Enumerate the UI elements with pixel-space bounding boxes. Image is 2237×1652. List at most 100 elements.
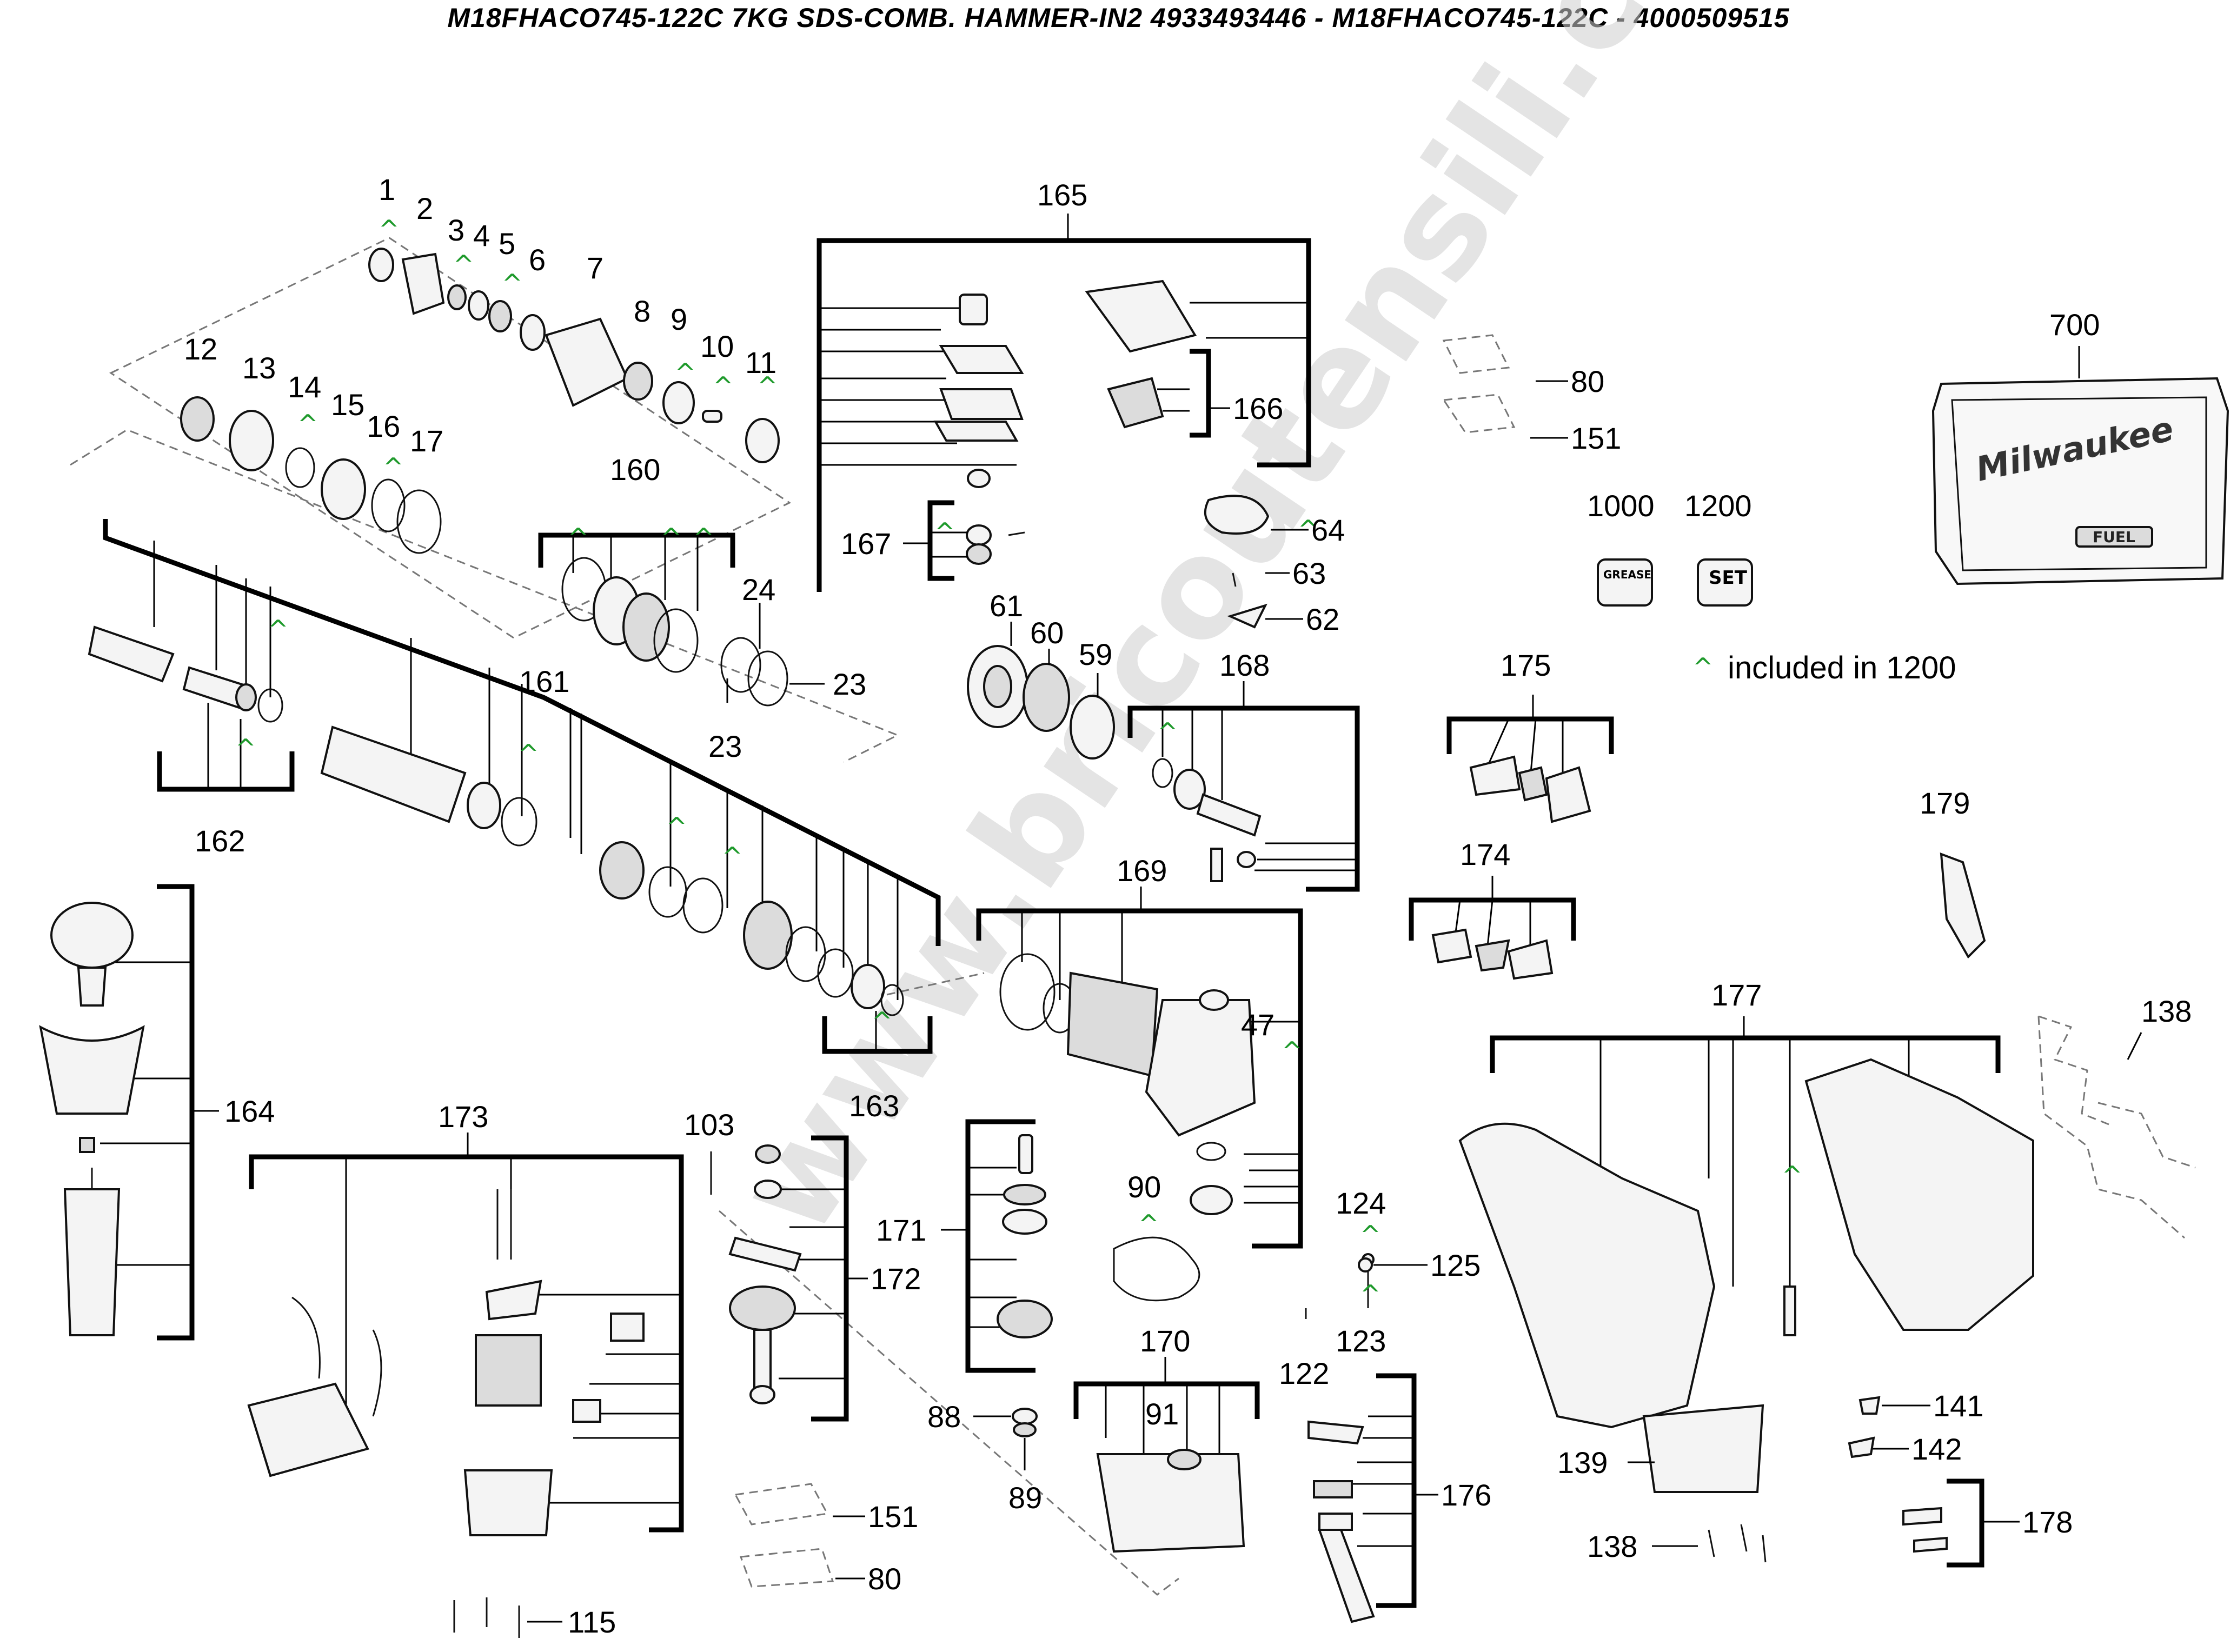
included-marker: ^ [757,371,778,401]
parts-88-91 [973,1408,1038,1470]
part-label: 14 [288,370,321,404]
part-label: 139 [1557,1446,1608,1480]
included-marker: ^ [235,734,256,763]
part-label: 16 [367,409,400,443]
bracket-174-175 [1409,695,1614,980]
watermark: www.bricoutensili.com [707,0,1807,1261]
assembly-guide-lines [70,237,2109,1596]
part-label: 7 [587,251,603,285]
included-marker: ^ [518,739,539,768]
part-label: 163 [849,1089,899,1123]
part-label: 24 [742,572,775,607]
bracket-168 [1127,681,1360,892]
part-label: 700 [2049,308,2100,342]
part-label: 6 [529,243,546,277]
included-marker: ^ [1138,1209,1159,1238]
part-label: 80 [1571,364,1604,398]
part-label: 125 [1430,1248,1481,1282]
included-markers: ^ ^ ^ ^ ^ ^ ^ ^ ^ ^ ^ ^ ^ ^ ^ ^ ^ ^ ^ ^ … [235,215,1803,1309]
included-marker: ^ [502,269,523,298]
grease-box-label: GREASE [1603,568,1651,581]
part-label: 138 [1587,1529,1637,1563]
part-label: 8 [634,294,650,328]
included-marker: ^ [297,409,318,438]
bracket-170 [1073,1236,1260,1553]
part-label: 1000 [1587,489,1655,523]
part-label: 47 [1241,1008,1275,1042]
part-label: 141 [1933,1389,1983,1423]
part-label: 115 [568,1605,616,1639]
part-label: 2 [416,191,433,225]
part-label: 173 [438,1100,488,1134]
set-box-label: SET [1709,567,1748,589]
part-label: 142 [1911,1432,1962,1466]
included-marker: ^ [379,215,400,244]
bracket-161 [88,519,941,1016]
included-marker: ^ [1282,1036,1303,1065]
page-title: M18FHACO745-122C 7KG SDS-COMB. HAMMER-IN… [447,3,1790,33]
bracket-164 [39,884,219,1341]
part-label: 172 [871,1262,921,1296]
part-label: 89 [1008,1481,1042,1515]
bracket-176 [1307,1373,1438,1623]
part-label: 23 [833,667,866,701]
part-label: 1 [379,172,395,206]
included-marker: ^ [1782,1161,1803,1190]
included-marker: ^ [722,842,743,871]
included-marker: ^ [453,250,474,279]
legend-text: included in 1200 [1728,650,1956,685]
part-label: 17 [410,424,443,458]
part-label: 5 [499,227,515,261]
included-marker: ^ [666,812,687,841]
included-marker: ^ [713,371,734,401]
part-label: 88 [927,1400,961,1434]
part-label: 124 [1336,1186,1386,1220]
part-label: 9 [671,302,687,336]
part-label: 13 [242,351,276,385]
part-label: 138 [2141,994,2192,1028]
chuck-parts-row [368,248,780,463]
part-label: 177 [1711,978,1762,1012]
included-marker: ^ [693,523,714,552]
bracket-178-and-screws [1628,1016,2196,1568]
part-label: 179 [1920,786,1970,820]
part-label: 122 [1279,1356,1329,1390]
part-label: 168 [1219,648,1270,682]
ram-parts-row [180,396,442,554]
parts-122-125 [1305,1253,1428,1319]
included-marker: ^ [1360,1280,1381,1309]
included-marker: ^ [675,358,696,387]
included-marker: ^ [872,1007,893,1036]
part-label: 91 [1145,1397,1179,1431]
part-label: 161 [519,664,569,698]
bracket-165 [817,214,1311,592]
carry-case: Milwaukee FUEL [1931,346,2229,585]
part-179 [1940,852,1986,959]
part-label: 174 [1460,837,1510,871]
part-label: 166 [1233,391,1283,425]
part-label: 123 [1336,1324,1386,1358]
gear-parts-59-64 [967,495,1309,760]
fastener-groups [453,334,1568,1638]
part-label: 3 [448,213,464,247]
part-label: 15 [331,388,364,422]
part-label: 12 [184,332,217,366]
case-badge-text: FUEL [2093,528,2135,546]
part-label: 176 [1441,1478,1491,1512]
part-label: 162 [195,824,245,858]
bracket-167 [903,500,968,581]
bracket-177 [1458,1016,2034,1493]
part-label: 165 [1037,178,1087,212]
part-label: 64 [1311,513,1345,547]
part-label: 10 [700,329,734,363]
included-marker: ^ [1157,717,1178,747]
bracket-173 [247,1133,684,1536]
grease-and-set-boxes: GREASE SET [1597,558,1753,607]
included-marker: ^ [661,523,682,552]
part-label: 4 [473,218,490,252]
part-label: 90 [1127,1170,1161,1204]
bracket-171-172 [710,1119,1053,1422]
part-label: 23 [708,729,742,763]
part-label: 151 [868,1500,918,1534]
